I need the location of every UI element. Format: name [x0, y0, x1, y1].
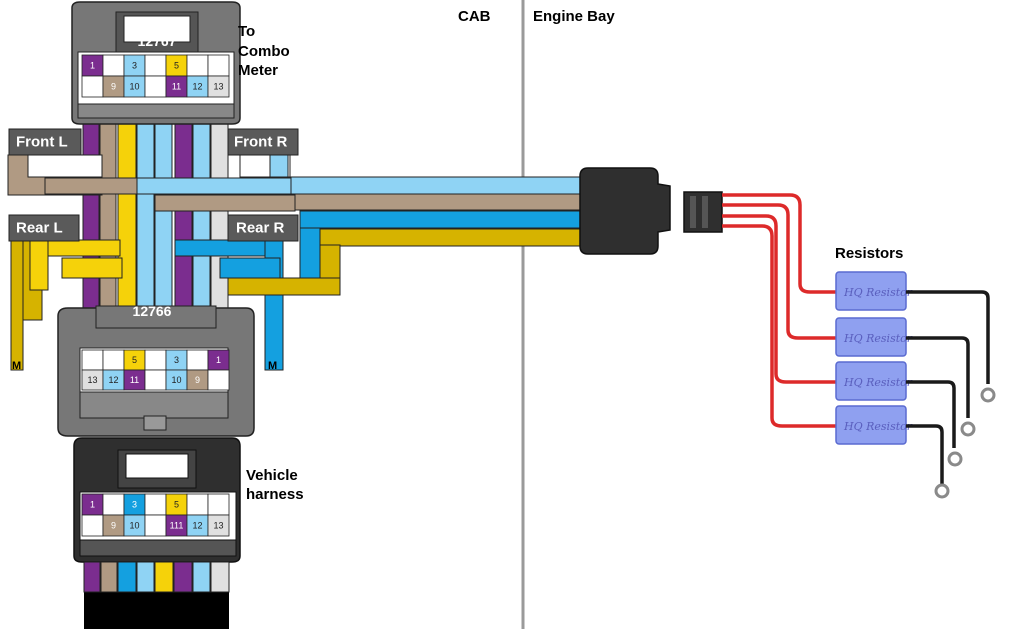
middle-pin-number: 10 — [171, 375, 181, 385]
bottom-pin-number: 9 — [111, 521, 116, 531]
bottom-pin-cell — [207, 493, 230, 516]
bottom-pin-number: 10 — [129, 521, 139, 531]
resistor-label: HQ Resistor — [843, 376, 913, 389]
top-pin-number: 13 — [213, 82, 223, 92]
rear-r-tag: Rear R — [227, 214, 299, 242]
middle-pin-number: 3 — [174, 355, 179, 365]
middle-pin-cell — [207, 369, 230, 391]
svg-text:Front L: Front L — [16, 134, 68, 151]
connector-12766-pins: 5 3 1 13 12 11 10 9 — [81, 349, 230, 391]
bottom-pin-cell — [186, 493, 209, 516]
resistors-label: Resistors — [835, 245, 903, 262]
middle-pin-number: 1 — [216, 355, 221, 365]
front-r-tag: Front R — [227, 128, 299, 156]
middle-pin-cell — [144, 349, 167, 371]
wire-bundle-crossings — [7, 154, 341, 371]
top-pin-cell — [207, 54, 230, 77]
wire-bundle-top-to-middle — [82, 119, 229, 311]
bottom-pin-cell — [102, 493, 125, 516]
ground-wires — [906, 290, 990, 484]
vehicle-harness-label: Vehicle harness — [246, 467, 304, 503]
top-pin-cell — [81, 75, 104, 98]
engine-bay-plug — [579, 167, 723, 255]
bottom-pin-number: 12 — [192, 521, 202, 531]
middle-pin-cell — [186, 349, 209, 371]
middle-pin-number: 11 — [130, 375, 139, 385]
ring-terminals — [934, 387, 996, 499]
svg-text:Front R: Front R — [234, 134, 287, 151]
svg-text:Rear L: Rear L — [16, 220, 63, 237]
vehicle-harness-wire-stubs — [83, 561, 230, 593]
top-pin-number: 5 — [174, 61, 179, 71]
middle-pin-number: 5 — [132, 355, 137, 365]
ring-terminal-3 — [947, 451, 963, 467]
bottom-pin-cell — [144, 493, 167, 516]
top-pin-number: 11 — [172, 82, 181, 92]
middle-pin-number: 12 — [108, 375, 118, 385]
to-combo-meter-label: To Combo Meter — [238, 23, 294, 79]
middle-pin-number: 9 — [195, 375, 200, 385]
ring-terminal-4 — [934, 483, 950, 499]
rear-l-tag: Rear L — [8, 214, 80, 242]
bottom-pin-number: 111 — [170, 521, 184, 531]
engine-bay-label: Engine Bay — [533, 8, 615, 25]
resistor-label: HQ Resistor — [843, 286, 913, 299]
top-pin-number: 9 — [111, 82, 116, 92]
top-pin-cell — [144, 54, 167, 77]
connector-12766-number: 12766 — [133, 303, 172, 319]
bottom-pin-number: 13 — [213, 521, 223, 531]
top-pin-number: 12 — [192, 82, 202, 92]
resistor-label: HQ Resistor — [843, 420, 913, 433]
resistors-group: HQ Resistor HQ Resistor HQ Resistor HQ Resi… — [835, 271, 913, 445]
top-pin-number: 10 — [129, 82, 139, 92]
bottom-pin-number: 3 — [132, 500, 137, 510]
ring-terminal-2 — [960, 421, 976, 437]
top-pin-cell — [144, 75, 167, 98]
bottom-pin-number: 5 — [174, 500, 179, 510]
ground-right-label: M — [268, 360, 277, 372]
bottom-pin-number: 1 — [90, 500, 95, 510]
middle-pin-cell — [102, 349, 125, 371]
middle-pin-cell — [81, 349, 104, 371]
top-pin-number: 3 — [132, 61, 137, 71]
bottom-pin-cell — [207, 514, 230, 537]
middle-pin-number: 13 — [87, 375, 97, 385]
middle-pin-cell — [144, 369, 167, 391]
red-wires — [722, 193, 836, 428]
top-pin-cell — [207, 75, 230, 98]
connector-12767-number: 12767 — [138, 33, 177, 49]
top-pin-cell — [102, 54, 125, 77]
ground-left-label: M — [12, 360, 21, 372]
bottom-pin-cell — [81, 514, 104, 537]
cab-label: CAB — [458, 8, 491, 25]
top-pin-number: 1 — [90, 61, 95, 71]
bottom-pin-cell — [144, 514, 167, 537]
ring-terminal-1 — [980, 387, 996, 403]
front-l-tag: Front L — [8, 128, 82, 156]
resistor-label: HQ Resistor — [843, 332, 913, 345]
svg-text:Rear R: Rear R — [236, 220, 285, 237]
top-pin-cell — [186, 54, 209, 77]
